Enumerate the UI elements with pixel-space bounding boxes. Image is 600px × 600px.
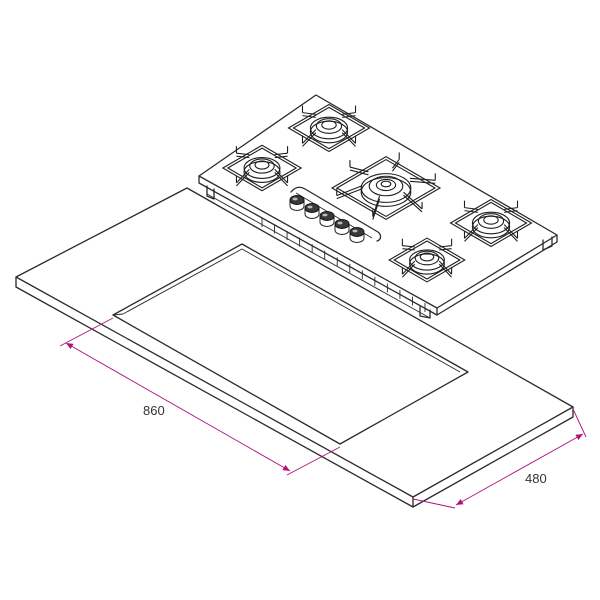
hob-glass-edge — [198, 175, 438, 316]
burner-wok-center — [330, 152, 442, 220]
depth-dimension-label: 480 — [525, 471, 547, 486]
countertop-cutout — [112, 243, 469, 445]
hob-glass-side — [436, 234, 558, 316]
control-knob — [304, 203, 320, 219]
hob-foot-left — [206, 185, 215, 200]
width-dimension-line — [65, 342, 291, 472]
depth-extension-line-back — [572, 408, 587, 438]
knob-rail — [290, 186, 382, 242]
burner-back — [287, 103, 371, 153]
width-dimension: 860 — [59, 317, 341, 476]
control-knob — [319, 211, 335, 227]
burners — [221, 103, 533, 283]
control-knob — [334, 219, 350, 235]
countertop-right-edge — [412, 406, 574, 508]
width-extension-line-left — [59, 317, 114, 347]
hob-foot-front — [419, 306, 431, 319]
gas-hob — [198, 94, 558, 319]
cutout-inner-edge — [122, 248, 461, 373]
depth-dimension-line — [455, 433, 584, 506]
burner-front — [388, 237, 466, 283]
burner-right — [449, 198, 533, 248]
width-extension-line-right — [286, 446, 341, 476]
depth-dimension: 480 — [412, 408, 587, 509]
width-dimension-label: 860 — [143, 403, 165, 418]
countertop-top-face — [15, 187, 574, 498]
depth-extension-line-front — [412, 498, 456, 509]
control-knob — [349, 227, 365, 243]
control-knob — [289, 195, 305, 211]
hob-foot-right — [542, 236, 553, 251]
cutout-side-wall — [112, 313, 124, 316]
burner-left — [221, 144, 303, 192]
control-knobs — [289, 195, 365, 243]
hob-body-ribs — [261, 218, 426, 312]
